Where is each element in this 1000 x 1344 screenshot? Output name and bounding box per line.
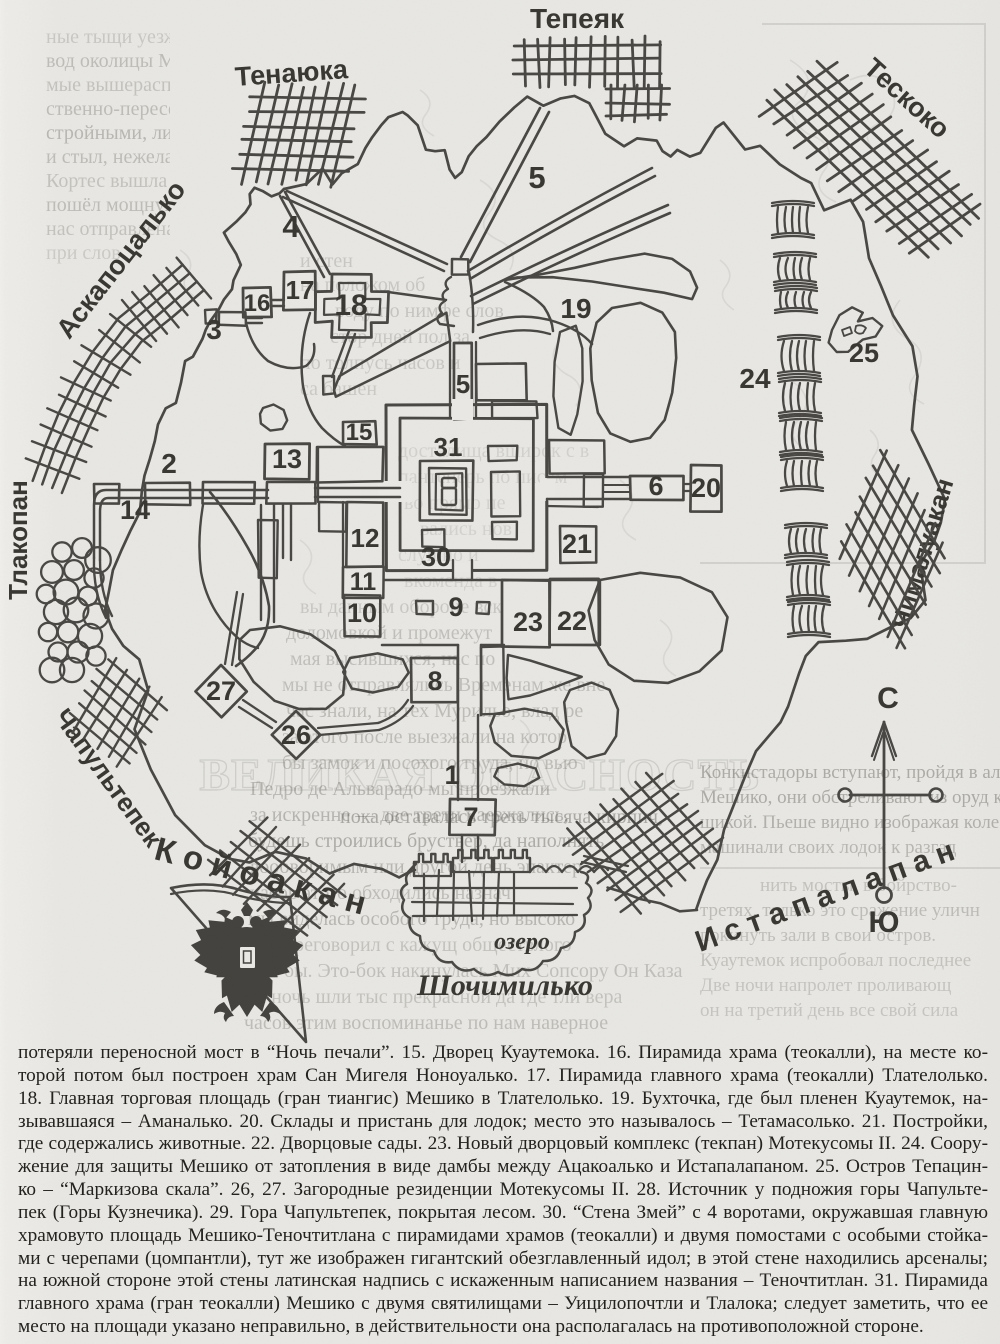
svg-text:14: 14 — [120, 495, 150, 525]
svg-text:ВЕЛИКАЯ ОПАСНОСТЬ: ВЕЛИКАЯ ОПАСНОСТЬ — [199, 749, 760, 800]
svg-text:Тлакопан: Тлакопан — [3, 480, 33, 600]
svg-text:2: 2 — [161, 448, 177, 479]
svg-text:19: 19 — [560, 293, 591, 324]
svg-text:22: 22 — [557, 606, 587, 636]
svg-text:12: 12 — [351, 523, 380, 553]
svg-text:31: 31 — [434, 432, 463, 462]
svg-text:С: С — [877, 682, 899, 715]
svg-text:13: 13 — [272, 444, 302, 474]
svg-text:26: 26 — [281, 720, 311, 750]
svg-text:30: 30 — [421, 542, 451, 572]
svg-text:7: 7 — [463, 802, 478, 832]
svg-text:21: 21 — [562, 529, 592, 559]
svg-text:Тепеяк: Тепеяк — [530, 3, 625, 34]
svg-text:1: 1 — [444, 760, 459, 790]
svg-text:10: 10 — [347, 598, 377, 628]
svg-text:4: 4 — [282, 209, 300, 244]
svg-text:6: 6 — [648, 471, 663, 501]
svg-text:18: 18 — [334, 289, 367, 322]
svg-text:25: 25 — [849, 338, 879, 368]
svg-text:9: 9 — [448, 592, 463, 622]
svg-text:11: 11 — [350, 568, 377, 596]
svg-text:17: 17 — [286, 275, 315, 305]
svg-text:озеро: озеро — [494, 929, 550, 955]
svg-text:15: 15 — [346, 419, 373, 446]
svg-text:5: 5 — [456, 369, 470, 399]
svg-text:24: 24 — [739, 363, 771, 394]
svg-text:5: 5 — [528, 160, 545, 195]
svg-text:Шочимилько: Шочимилько — [416, 969, 593, 1002]
svg-text:3: 3 — [206, 314, 222, 345]
svg-text:27: 27 — [206, 676, 236, 706]
svg-text:16: 16 — [244, 290, 271, 317]
svg-text:23: 23 — [513, 607, 543, 637]
svg-text:20: 20 — [691, 473, 721, 503]
svg-text:Ю: Ю — [869, 906, 900, 939]
svg-text:8: 8 — [427, 666, 442, 696]
